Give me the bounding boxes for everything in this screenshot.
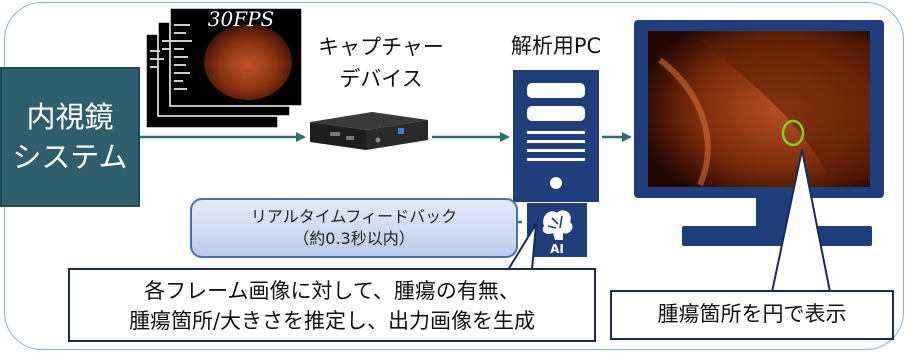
pc-label: 解析用PC bbox=[510, 34, 602, 58]
endoscope-label-line2: システム bbox=[12, 140, 128, 174]
monitor-graphic bbox=[634, 20, 884, 246]
capture-device-graphic bbox=[310, 112, 428, 150]
process-callout: 各フレーム画像に対して、腫瘍の有無、 腫瘍箇所/大きさを推定し、出力画像を生成 bbox=[68, 268, 596, 342]
ai-badge-text: AI bbox=[550, 242, 564, 256]
capture-label-line2: デバイス bbox=[339, 67, 423, 91]
feedback-line2: （約0.3秒以内） bbox=[293, 229, 415, 248]
result-callout: 腫瘍箇所を円で表示 bbox=[610, 290, 894, 340]
endoscope-label-line1: 内視鏡 bbox=[26, 97, 113, 137]
process-line1: 各フレーム画像に対して、腫瘍の有無、 bbox=[144, 279, 520, 303]
video-frame-stack bbox=[145, 7, 303, 129]
capture-label-line1: キャプチャー bbox=[318, 35, 444, 59]
process-line2: 腫瘍箇所/大きさを推定し、出力画像を生成 bbox=[128, 309, 536, 333]
result-callout-pointer bbox=[771, 149, 831, 293]
feedback-line1: リアルタイムフィードバック bbox=[250, 207, 458, 226]
endoscope-system-box: 内視鏡 システム bbox=[0, 67, 140, 207]
pc-tower-graphic bbox=[513, 70, 599, 202]
ai-brain-icon bbox=[527, 203, 587, 257]
feedback-box: リアルタイムフィードバック （約0.3秒以内） bbox=[190, 198, 518, 258]
fps-label: 30FPS bbox=[207, 7, 275, 31]
endoscope-label-part1: 内視 bbox=[26, 100, 85, 134]
tumor-circle-marker bbox=[781, 119, 805, 147]
capture-device-label: キャプチャー デバイス bbox=[296, 34, 466, 92]
process-callout-pointer bbox=[507, 223, 537, 271]
endoscope-label-part2: 鏡 bbox=[84, 100, 114, 134]
